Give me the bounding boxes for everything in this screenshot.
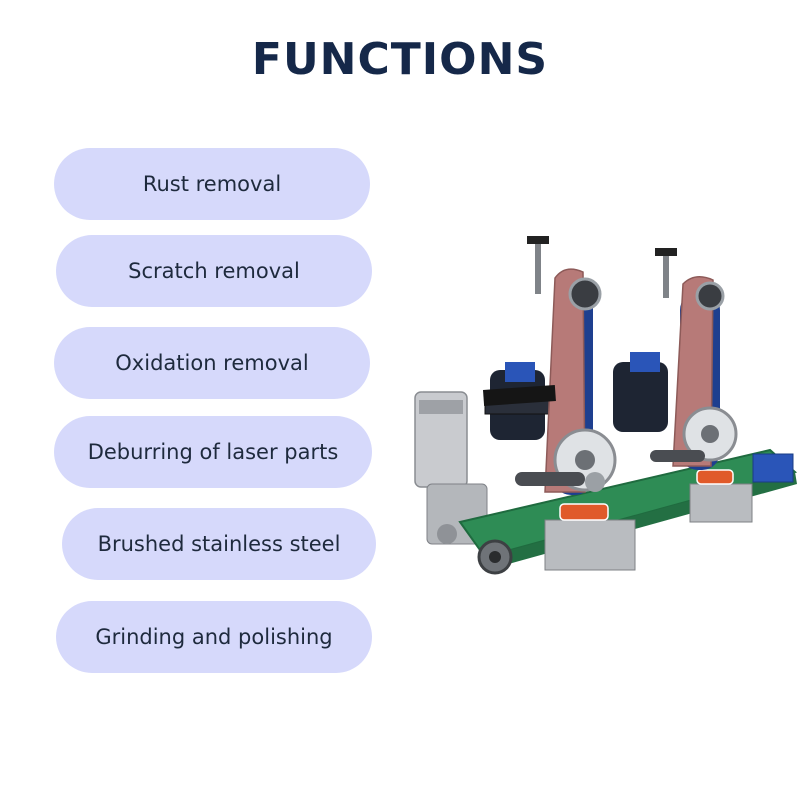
function-scratch-removal: Scratch removal <box>56 235 372 307</box>
motor-2 <box>613 352 668 432</box>
conveyor <box>458 448 798 575</box>
page-title: FUNCTIONS <box>251 34 549 85</box>
feed-rollers <box>515 450 705 492</box>
function-grinding-polishing: Grinding and polishing <box>56 601 372 673</box>
belt-unit-1 <box>483 236 617 495</box>
function-deburring: Deburring of laser parts <box>54 416 372 488</box>
belt-unit-2 <box>655 248 738 470</box>
function-oxidation-removal: Oxidation removal <box>54 327 370 399</box>
belt-grinding-machine-image <box>414 236 798 575</box>
function-brushed-steel: Brushed stainless steel <box>62 508 376 580</box>
function-rust-removal: Rust removal <box>54 148 370 220</box>
